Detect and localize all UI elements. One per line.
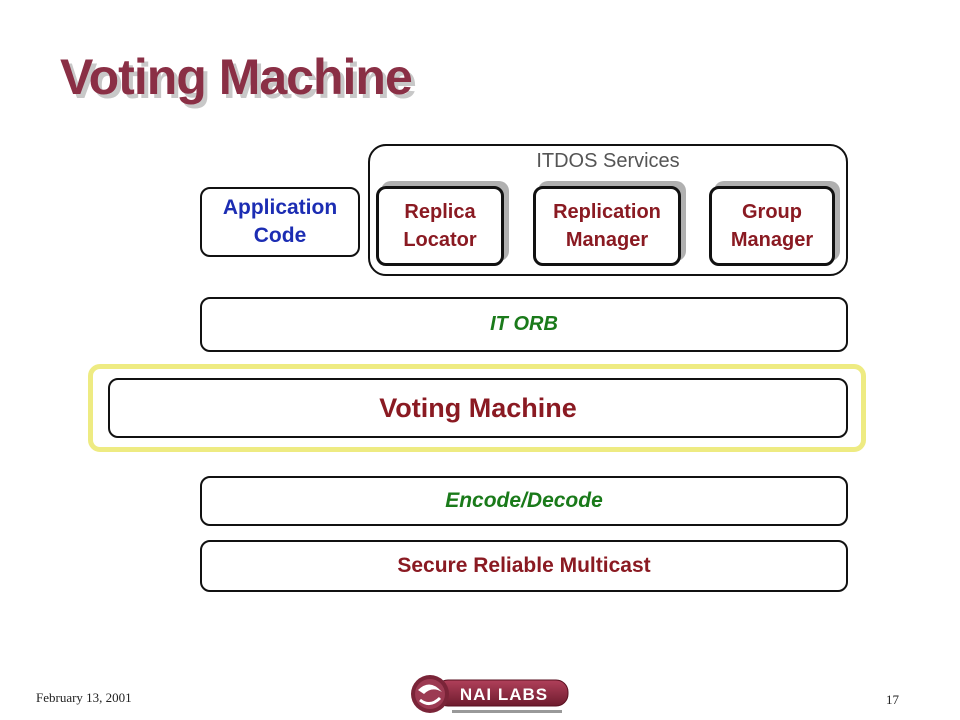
group-manager-box: Group Manager: [709, 186, 835, 266]
voting-machine-label: Voting Machine: [379, 392, 577, 423]
application-code-box: Application Code: [200, 187, 360, 257]
nai-labs-logo: NAI LABS: [411, 675, 569, 713]
replication-manager-box: Replication Manager: [533, 186, 681, 266]
replication-manager-line1: Replication: [553, 201, 661, 223]
group-manager-line1: Group: [742, 201, 802, 223]
encode-decode-layer: Encode/Decode: [200, 476, 848, 526]
voting-machine-highlight: [88, 364, 866, 452]
nai-swirl-icon: [411, 675, 449, 713]
multicast-layer: Secure Reliable Multicast: [200, 540, 848, 592]
itdos-services-label: ITDOS Services: [536, 150, 680, 172]
multicast-label: Secure Reliable Multicast: [397, 554, 651, 577]
application-code-line1: Application: [222, 196, 338, 219]
replica-locator-box: Replica Locator: [376, 186, 504, 266]
svg-text:NAI LABS: NAI LABS: [460, 685, 548, 704]
slide-title: Voting Machine: [60, 49, 413, 105]
encode-decode-label: Encode/Decode: [445, 489, 603, 512]
application-code-line2: Code: [253, 224, 307, 247]
footer-date: February 13, 2001: [36, 690, 132, 705]
voting-machine-layer: Voting Machine: [108, 378, 848, 438]
page-number: 17: [886, 692, 899, 707]
it-orb-label: IT ORB: [490, 313, 558, 335]
replica-locator-line1: Replica: [404, 201, 476, 223]
replica-locator-line2: Locator: [403, 229, 477, 251]
replication-manager-line2: Manager: [565, 229, 649, 251]
it-orb-layer: IT ORB: [200, 297, 848, 352]
group-manager-line2: Manager: [730, 229, 814, 251]
